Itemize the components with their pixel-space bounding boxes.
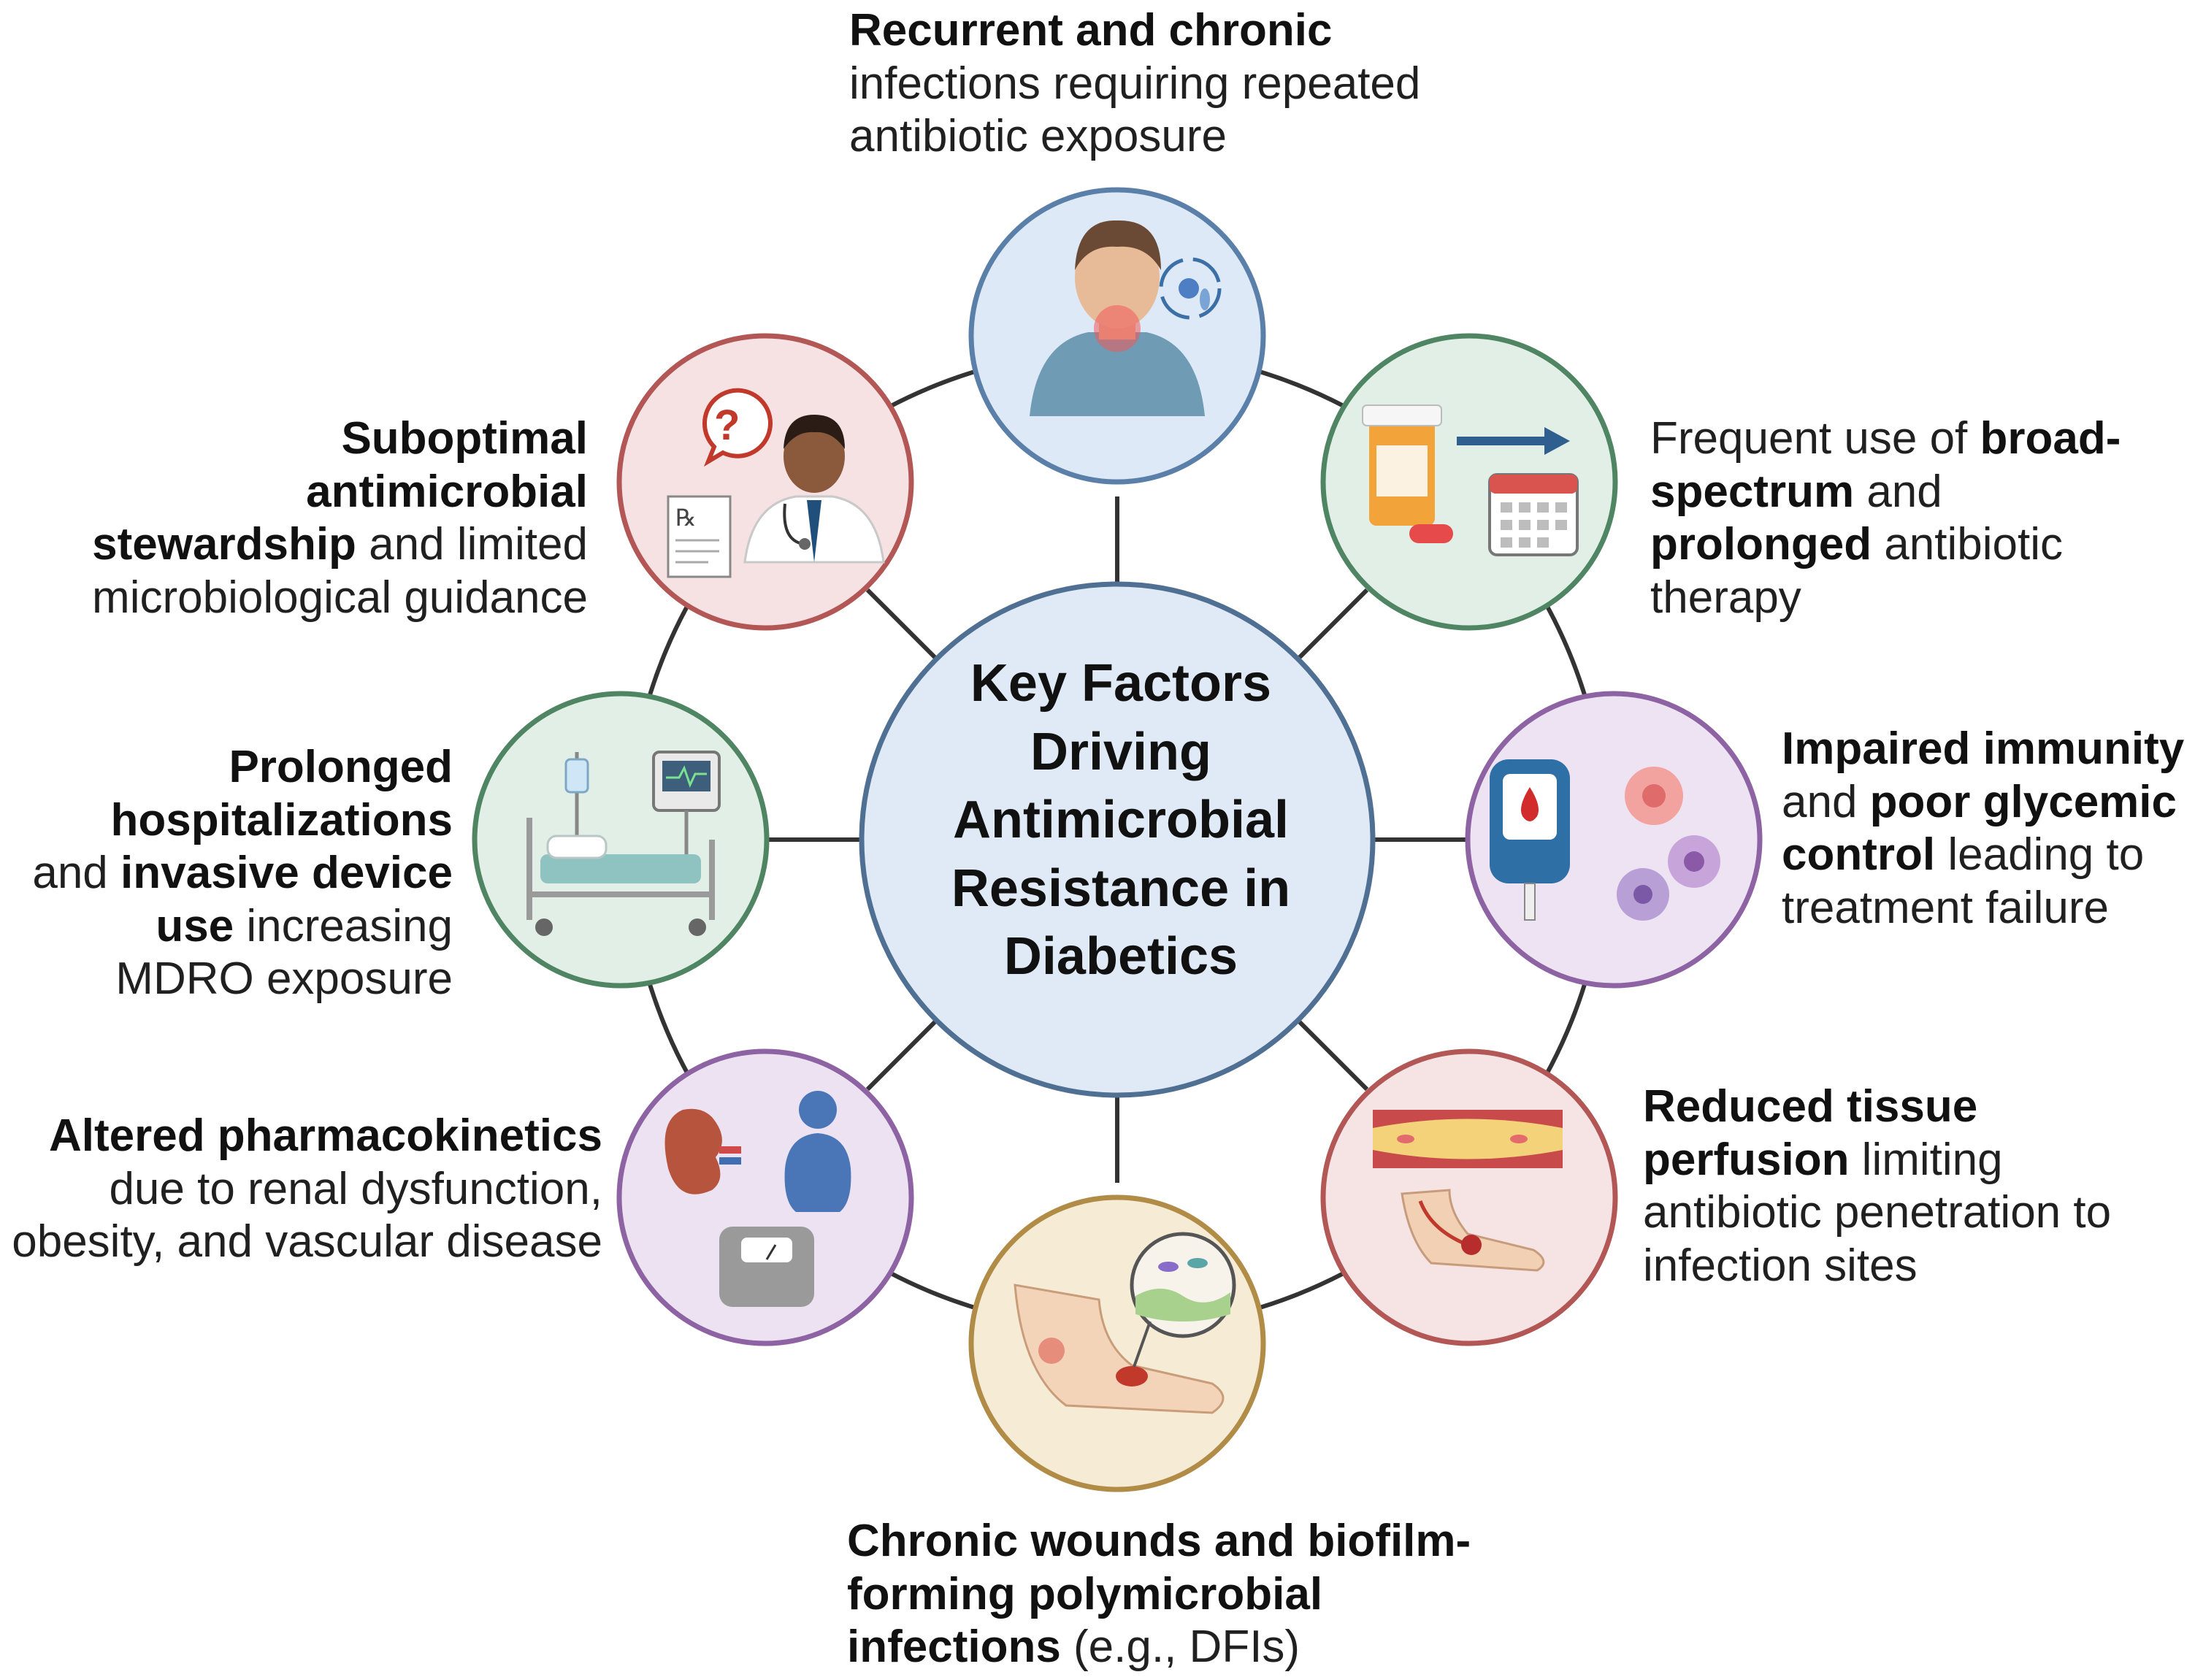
label-text: and <box>32 848 121 899</box>
svg-text:?: ? <box>714 402 740 449</box>
label-hospital: Prolonged hospitalizations and invasive … <box>29 741 453 1006</box>
label-bold: prolonged <box>1650 519 1872 570</box>
label-bold: invasive device use <box>120 848 453 951</box>
label-perfusion: Reduced tissue perfusion limiting antibi… <box>1643 1081 2191 1292</box>
node-broad <box>1320 333 1618 631</box>
spoke-perfusion <box>1295 1018 1369 1092</box>
label-text: (e.g., DFIs) <box>1060 1622 1300 1673</box>
node-pk <box>616 1048 914 1346</box>
node-immunity <box>1465 691 1763 989</box>
label-text: and <box>1854 466 1942 517</box>
foot-wound-biofilm-icon <box>1014 1232 1236 1414</box>
blood-vessel-foot-icon <box>1373 1110 1563 1272</box>
label-bold: Impaired immunity <box>1782 724 2185 774</box>
label-bold: Prolonged hospitalizations <box>110 742 453 845</box>
label-text: antibiotic therapy <box>1650 519 2064 623</box>
label-bold: poor glycemic control <box>1782 776 2177 881</box>
center-title-line: Key Factors <box>970 654 1272 713</box>
center-title-line: Antimicrobial <box>952 791 1290 850</box>
kidney-obesity-scale-icon <box>664 1091 851 1307</box>
node-wounds <box>968 1194 1266 1492</box>
pill-bottle-calendar-icon <box>1362 404 1579 556</box>
label-text: infections requiring repeated antibiotic… <box>849 58 1421 162</box>
svg-text:℞: ℞ <box>675 505 697 531</box>
label-text: Frequent use of <box>1650 413 1980 464</box>
label-bold: Chronic wounds and biofilm-forming polym… <box>847 1516 1471 1673</box>
node-hospital <box>472 691 770 989</box>
label-stewardship: Suboptimal antimicrobial stewardship and… <box>51 413 588 624</box>
node-perfusion <box>1320 1048 1618 1346</box>
center-title-line: Resistance in <box>951 859 1291 918</box>
glucometer-cells-icon <box>1490 759 1720 921</box>
label-text: due to renal dysfunction, obesity, and v… <box>12 1163 602 1267</box>
spokes <box>767 496 1468 1183</box>
label-text: leading to treatment failure <box>1782 829 2145 933</box>
label-immunity: Impaired immunity and poor glycemic cont… <box>1782 723 2191 935</box>
label-bold: Altered pharmacokinetics <box>48 1111 602 1161</box>
spoke-broad <box>1295 588 1369 661</box>
center-hub <box>859 581 1376 1098</box>
doctor-prescription-icon: ? ℞ <box>667 388 885 578</box>
label-bold: Suboptimal antimicrobial stewardship <box>92 413 588 570</box>
hospital-bed-icon <box>526 751 721 936</box>
label-pk: Altered pharmacokinetics due to renal dy… <box>11 1110 602 1269</box>
center-title-line: Diabetics <box>1003 927 1238 986</box>
node-recurrent <box>968 187 1266 485</box>
label-broad: Frequent use of broad-spectrum and prolo… <box>1650 413 2176 624</box>
label-bold: Reduced tissue perfusion <box>1643 1081 1978 1185</box>
node-stewardship: ? ℞ <box>616 333 914 631</box>
sick-person-icon <box>1030 220 1222 416</box>
label-text: increasing MDRO exposure <box>115 900 453 1005</box>
spoke-stewardship <box>865 588 939 661</box>
label-bold: Recurrent and chronic <box>849 5 1333 55</box>
label-text: and limited microbiological guidance <box>92 519 588 623</box>
center-title-line: Driving <box>1030 722 1212 781</box>
center-title: Key Factors Driving Antimicrobial Resist… <box>869 650 1373 991</box>
label-text: and <box>1782 776 1870 827</box>
label-wounds: Chronic wounds and biofilm-forming polym… <box>847 1515 1490 1674</box>
label-bold: broad-spectrum <box>1650 413 2121 517</box>
spoke-pk <box>865 1018 939 1092</box>
label-text: limiting antibiotic penetration to infec… <box>1643 1134 2112 1291</box>
label-recurrent: Recurrent and chronic infections requiri… <box>849 4 1470 164</box>
